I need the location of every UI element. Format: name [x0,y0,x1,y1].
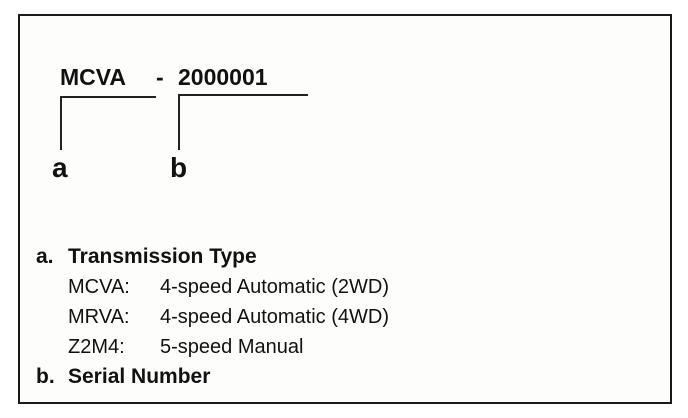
serial-number-text: 2000001 [178,64,268,90]
diagram-frame: MCVA - 2000001 a b a. Transmission Type M… [18,14,672,404]
type-row: Z2M4: 5-speed Manual [36,332,389,362]
legend-title-transmission-type: Transmission Type [68,245,257,268]
bracket-b-line [178,94,308,150]
type-description: 4-speed Automatic (2WD) [160,276,389,298]
bracket-a-line [60,96,156,150]
label-a: a [52,152,68,183]
type-description: 5-speed Manual [160,336,304,358]
type-code-text: MCVA [60,64,127,90]
type-code: MRVA: [68,306,130,328]
legend-item-a: a. Transmission Type [36,242,389,272]
legend-marker-a: a. [36,245,54,268]
legend: a. Transmission Type MCVA: 4-speed Automat… [36,242,389,392]
legend-marker-b: b. [36,365,55,388]
legend-title-serial-number: Serial Number [68,365,211,388]
label-b: b [170,152,188,183]
legend-item-b: b. Serial Number [36,362,389,392]
code-separator: - [156,64,164,90]
type-code: Z2M4: [68,336,125,358]
type-row: MCVA: 4-speed Automatic (2WD) [36,272,389,302]
type-row: MRVA: 4-speed Automatic (4WD) [36,302,389,332]
type-code: MCVA: [68,276,130,298]
type-description: 4-speed Automatic (4WD) [160,306,389,328]
